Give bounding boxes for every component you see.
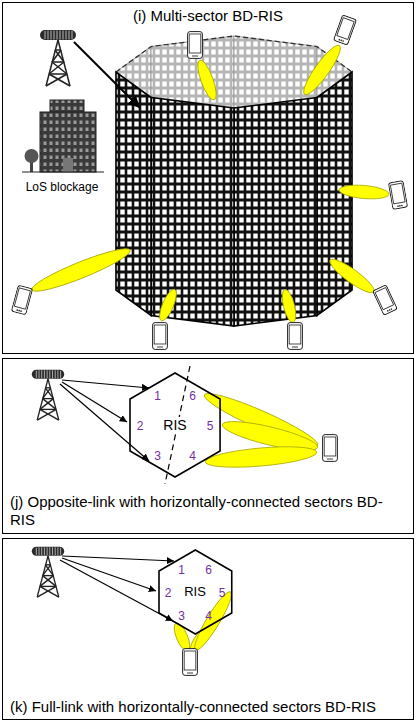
user-phone — [323, 435, 338, 462]
label-holder: LoS blockage — [26, 177, 99, 195]
beam — [204, 443, 317, 471]
beam — [29, 243, 133, 298]
sector-number: 5 — [207, 419, 214, 433]
sector-number: 1 — [154, 389, 161, 403]
hexagon-shape — [159, 550, 232, 634]
user-phone — [373, 285, 398, 316]
ris-label: RIS — [161, 417, 188, 434]
beam — [156, 287, 179, 323]
user-phone — [153, 323, 168, 350]
user-phone — [288, 323, 303, 350]
panel-caption: (k) Full-link with horizontally-connecte… — [10, 698, 376, 716]
incident-link — [62, 556, 174, 561]
incident-link — [74, 42, 140, 108]
incident-link — [60, 560, 173, 621]
blockage-building — [22, 100, 104, 172]
sector-number: 5 — [219, 586, 226, 600]
label-holder: 5 — [207, 416, 214, 434]
ris-building — [116, 36, 352, 326]
multi-sector-panel-art — [11, 15, 407, 350]
full-link-panel-art — [32, 547, 236, 676]
base-station — [32, 370, 64, 420]
front-sector — [116, 72, 151, 316]
sector-number: 2 — [165, 586, 172, 600]
ris-hexagon: RIS — [130, 373, 220, 477]
label-holder: 5 — [219, 583, 226, 601]
user-phone — [183, 649, 198, 676]
panel-title: (i) Multi-sector BD-RIS — [133, 7, 283, 25]
sector-number: 2 — [137, 419, 144, 433]
opposite-link-panel-art — [32, 366, 338, 484]
user-phone — [188, 32, 203, 59]
beam — [194, 58, 220, 102]
label-holder: 3 — [154, 446, 161, 464]
label-holder: 3 — [178, 606, 185, 624]
label-holder: 4 — [205, 606, 212, 624]
label-holder: 6 — [205, 560, 212, 578]
user-phone — [388, 181, 407, 210]
sector-number: 1 — [178, 563, 185, 577]
label-holder: 4 — [189, 446, 196, 464]
front-sector — [151, 98, 234, 327]
label-holder: 2 — [165, 583, 172, 601]
beam — [299, 42, 345, 99]
label-holder: 1 — [154, 386, 161, 404]
blockage-label: LoS blockage — [26, 180, 99, 194]
figure-panel: (i) Multi-sector BD-RIS — [2, 2, 414, 354]
label-holder: 2 — [137, 416, 144, 434]
sector-number: 4 — [189, 449, 196, 463]
ris-label: RIS — [182, 584, 208, 600]
sector-number: 3 — [178, 609, 185, 623]
user-phone — [11, 285, 32, 315]
label-holder: 1 — [178, 560, 185, 578]
hexagon-shape — [130, 373, 220, 477]
sector-number: 6 — [189, 389, 196, 403]
front-sector — [234, 98, 317, 327]
incident-link — [62, 382, 127, 422]
sector-number: 4 — [205, 609, 212, 623]
base-station — [40, 30, 76, 86]
incident-link — [62, 380, 149, 388]
beam — [339, 183, 390, 200]
base-station — [32, 547, 64, 597]
figure-panel: RIS (j) Opposite-link with horizontally-c… — [2, 358, 414, 534]
user-phone — [333, 15, 356, 45]
label-holder: 6 — [189, 386, 196, 404]
sector-number: 6 — [205, 563, 212, 577]
beam — [326, 255, 377, 297]
panel-caption: (j) Opposite-link with horizontally-conn… — [10, 493, 406, 529]
sector-number: 3 — [154, 449, 161, 463]
beam — [280, 288, 299, 324]
